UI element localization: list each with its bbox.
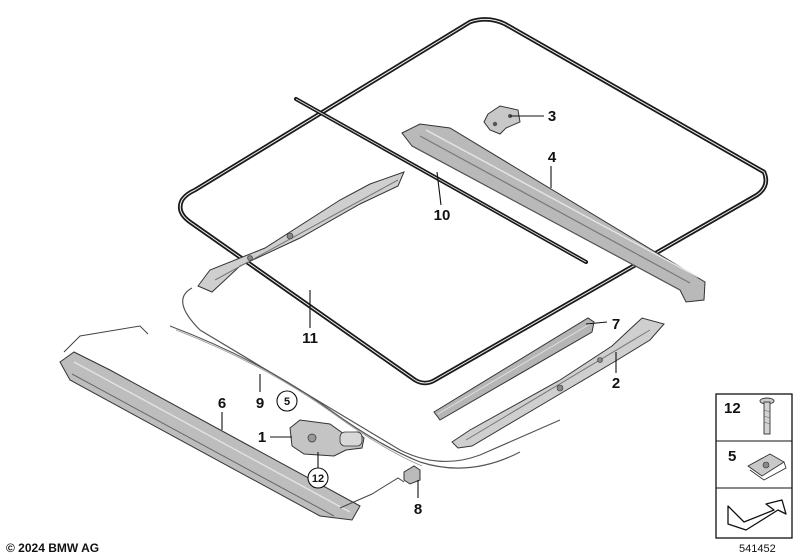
callout-12: 12: [312, 473, 324, 485]
callout-10: 10: [434, 207, 451, 224]
part-11-roof-seal: [178, 17, 769, 386]
callout-5-circled: 5: [276, 390, 298, 412]
part-9-drive-cables: [169, 287, 561, 469]
bolt-icon: [759, 397, 775, 435]
part-4-wind-deflector: [401, 123, 706, 303]
arrow-icon: [727, 499, 787, 531]
callout-5: 5: [284, 396, 290, 408]
part-3-bracket: [483, 105, 521, 135]
callout-1: 1: [258, 429, 266, 446]
callout-2: 2: [612, 375, 620, 392]
part-8-clip: [403, 465, 421, 485]
part-2-guide-rail: [451, 317, 665, 449]
callout-12-circled: 12: [307, 467, 329, 489]
legend-number-5: 5: [728, 448, 736, 465]
small-parts-legend: 12 5: [715, 393, 793, 539]
leader-lines: [221, 115, 617, 498]
part-10-seal-strip: [294, 97, 588, 264]
diagram-number: 541452: [739, 543, 776, 555]
callout-6: 6: [218, 395, 226, 412]
callout-11: 11: [302, 330, 318, 347]
callout-4: 4: [548, 149, 557, 166]
callout-3: 3: [548, 108, 556, 125]
copyright-notice: © 2024 BMW AG: [6, 541, 100, 555]
callout-7: 7: [612, 316, 620, 333]
left-guide-rail: [197, 171, 405, 293]
callout-8: 8: [414, 501, 422, 518]
part-7-guide-strip: [433, 317, 595, 421]
callout-9: 9: [256, 395, 264, 412]
legend-number-12: 12: [724, 400, 741, 417]
part-6-front-rail: [59, 325, 405, 521]
part-1-motor: [289, 419, 365, 457]
clip-nut-icon: [747, 453, 787, 481]
